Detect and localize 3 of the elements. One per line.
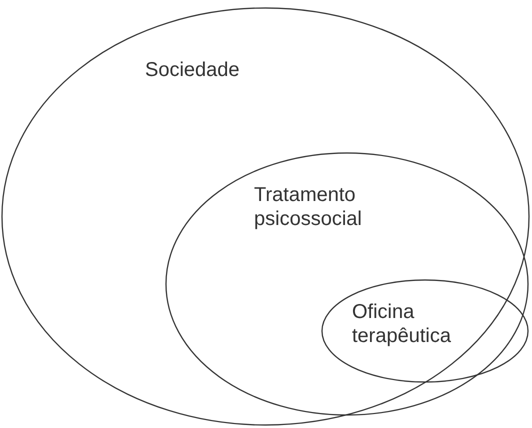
set-label: Tratamento psicossocial	[254, 183, 363, 231]
set-label: Oficina terapêutica	[352, 300, 452, 348]
set-label: Sociedade	[145, 58, 241, 82]
